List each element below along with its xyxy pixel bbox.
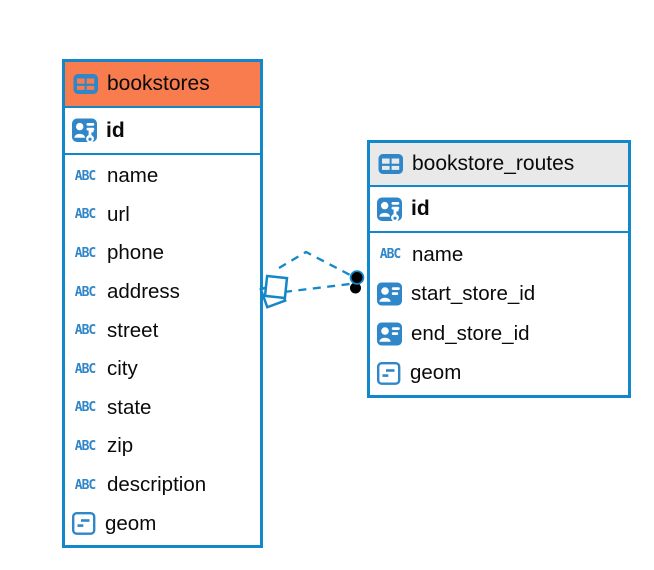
- column-row[interactable]: ABC address: [65, 273, 260, 312]
- primary-key-icon: [71, 117, 99, 144]
- relationship-line-start-store[interactable]: [278, 250, 353, 278]
- column-label: zip: [107, 434, 134, 458]
- column-row[interactable]: ABC zip: [65, 427, 260, 466]
- pk-row-routes-id[interactable]: id: [370, 187, 628, 233]
- table-title: bookstore_routes: [412, 152, 575, 175]
- table-icon: [377, 152, 404, 176]
- pk-row-bookstores-id[interactable]: id: [65, 108, 260, 155]
- many-marker-diamond-back: [259, 281, 287, 309]
- text-icon: ABC: [74, 245, 96, 262]
- text-icon: ABC: [74, 322, 96, 339]
- column-label: geom: [410, 361, 462, 385]
- column-label: description: [107, 473, 207, 497]
- text-icon: ABC: [74, 477, 96, 493]
- column-row[interactable]: ABC name: [65, 157, 260, 196]
- geometry-icon: [376, 361, 402, 386]
- text-icon: ABC: [74, 438, 96, 455]
- column-row[interactable]: ABC street: [65, 311, 260, 350]
- table-bookstore-routes-header[interactable]: bookstore_routes: [370, 143, 628, 187]
- text-icon: ABC: [74, 361, 96, 378]
- column-label: end_store_id: [411, 321, 530, 345]
- reference-icon: [376, 281, 403, 307]
- table-bookstore-routes[interactable]: bookstore_routes id ABC: [367, 140, 631, 398]
- text-icon: ABC: [74, 168, 96, 185]
- many-marker-diamond-front: [263, 274, 289, 300]
- text-icon: ABC: [74, 399, 96, 416]
- column-label: name: [107, 164, 159, 188]
- column-label: city: [107, 357, 138, 381]
- table-icon: [72, 72, 99, 96]
- table-routes-columns: ABC name start_store_id: [370, 233, 628, 395]
- pk-column-label: id: [411, 197, 430, 220]
- column-row[interactable]: geom: [370, 354, 628, 394]
- column-label: name: [412, 242, 464, 266]
- column-row[interactable]: geom: [65, 504, 260, 543]
- column-label: state: [107, 395, 152, 419]
- table-bookstores[interactable]: bookstores id ABC na: [62, 59, 263, 548]
- column-label: geom: [105, 511, 157, 535]
- column-row[interactable]: ABC city: [65, 350, 260, 389]
- column-label: street: [107, 318, 159, 342]
- text-icon: ABC: [379, 246, 401, 263]
- column-label: phone: [107, 241, 165, 265]
- column-row[interactable]: ABC name: [370, 235, 628, 275]
- pk-column-label: id: [106, 118, 125, 142]
- primary-key-icon: [376, 196, 404, 223]
- column-row[interactable]: start_store_id: [370, 275, 628, 315]
- one-marker-dot-front: [349, 270, 365, 285]
- column-row[interactable]: ABC url: [65, 196, 260, 235]
- column-label: url: [107, 202, 130, 226]
- relationship-line-end-store[interactable]: [283, 282, 351, 294]
- column-label: start_store_id: [411, 282, 536, 306]
- reference-icon: [376, 321, 403, 347]
- column-row[interactable]: ABC description: [65, 466, 260, 505]
- column-row[interactable]: ABC phone: [65, 234, 260, 273]
- table-title: bookstores: [107, 72, 210, 95]
- table-bookstores-columns: ABC name ABC url ABC phone ABC address A…: [65, 155, 260, 545]
- text-icon: ABC: [74, 284, 96, 300]
- column-row[interactable]: ABC state: [65, 389, 260, 428]
- text-icon: ABC: [74, 207, 96, 223]
- one-marker-dot-back: [350, 282, 361, 294]
- geometry-icon: [71, 511, 97, 536]
- table-bookstores-header[interactable]: bookstores: [65, 62, 260, 108]
- column-label: address: [107, 280, 180, 304]
- column-row[interactable]: end_store_id: [370, 314, 628, 354]
